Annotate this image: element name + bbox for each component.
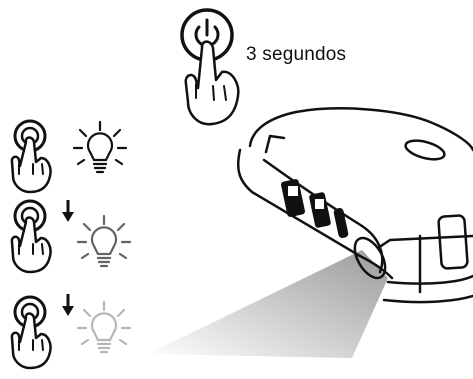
arrow-down-icon [62, 200, 74, 222]
light-bulb-icon [72, 120, 128, 174]
lens [353, 236, 387, 280]
hand-press-icon [10, 199, 52, 274]
power-button-press-icon [180, 8, 240, 126]
step-2 [10, 199, 132, 274]
arrow-down-icon [62, 294, 74, 316]
flashlight-device-icon [236, 107, 473, 304]
hand-press-icon [10, 119, 52, 194]
hold-duration-label: 3 segundos [246, 44, 347, 65]
light-bulb-icon [76, 214, 132, 268]
light-beam [148, 250, 388, 358]
device-port-slots [281, 179, 349, 238]
step-3 [10, 295, 132, 370]
light-bulb-icon [76, 300, 132, 354]
step-1 [10, 119, 128, 194]
hand-press-icon [10, 295, 52, 370]
